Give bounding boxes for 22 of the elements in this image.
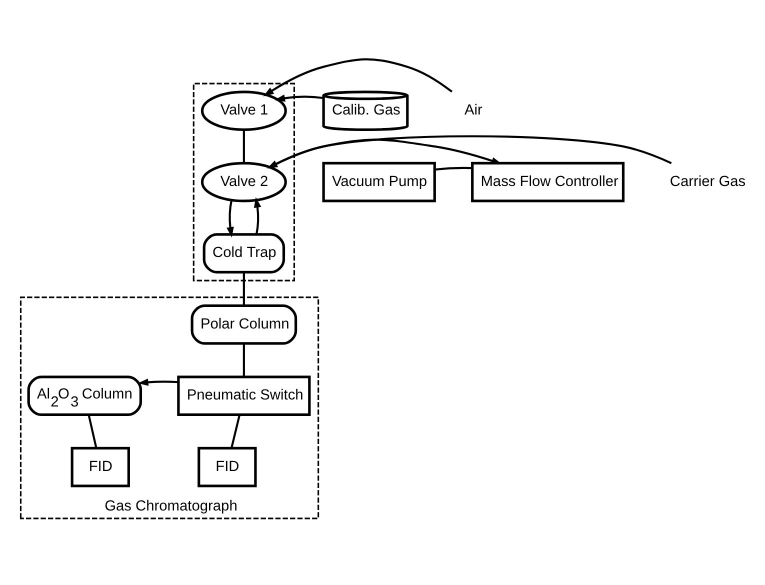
node-box: Cold Trap <box>202 232 286 273</box>
node-box: FID <box>198 446 257 487</box>
node-box: Vacuum Pump <box>322 161 436 202</box>
node-box: FID <box>70 446 130 487</box>
connector <box>230 414 241 448</box>
node-text: Carrier Gas <box>670 173 746 190</box>
connector <box>242 272 245 305</box>
arrow <box>254 196 262 234</box>
connector <box>242 343 245 376</box>
arrow <box>274 94 324 102</box>
arrow <box>263 58 453 96</box>
node-box: Pneumatic Switch <box>177 375 311 416</box>
cluster <box>192 82 295 281</box>
node-box: Mass Flow Controller <box>471 161 625 202</box>
arrow <box>138 378 178 386</box>
connector <box>88 414 98 448</box>
connector <box>434 166 472 170</box>
node-box: Polar Column <box>190 304 298 344</box>
arrow <box>226 200 234 238</box>
connector <box>242 130 245 162</box>
node-text: Air <box>464 102 482 118</box>
arrow <box>267 134 672 168</box>
